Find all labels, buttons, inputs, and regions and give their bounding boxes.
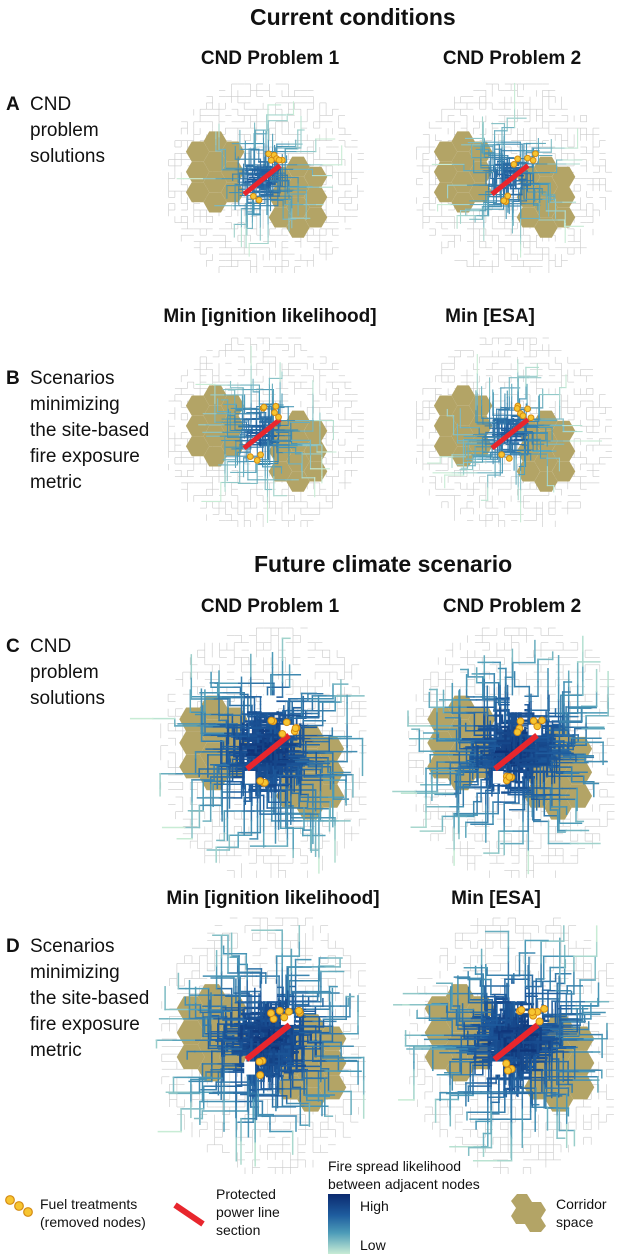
fuel-treatment-nodes bbox=[498, 402, 535, 462]
network-panel-a1 bbox=[168, 83, 364, 273]
fire-spread-high-label: High bbox=[360, 1198, 389, 1214]
network-panel-d1 bbox=[155, 917, 366, 1174]
network-panel-c2 bbox=[392, 627, 615, 878]
fuel-treatment-nodes bbox=[502, 716, 546, 785]
protected-power-line bbox=[244, 1022, 292, 1062]
col-title-a1: CND Problem 1 bbox=[200, 48, 340, 69]
network-panel-a2 bbox=[416, 82, 612, 273]
row-letter-a: A bbox=[6, 94, 20, 115]
col-title-d2: Min [ESA] bbox=[451, 888, 541, 909]
protected-power-line bbox=[490, 163, 530, 197]
protected-power-line bbox=[490, 417, 530, 451]
fuel-treatment-legend-icon bbox=[5, 1195, 33, 1217]
fire-spread-paths bbox=[393, 925, 610, 1162]
fuel-treatment-nodes bbox=[246, 402, 282, 464]
section-title-current: Current conditions bbox=[250, 4, 456, 30]
fire-spread-low-label: Low bbox=[360, 1237, 386, 1253]
col-title-d1: Min [ignition likelihood] bbox=[166, 888, 380, 909]
col-title-c2: CND Problem 2 bbox=[442, 596, 582, 617]
fuel-treatment-nodes bbox=[256, 716, 301, 787]
network-panel-d2 bbox=[393, 917, 614, 1174]
corridor-legend-icon bbox=[511, 1194, 546, 1232]
row-letter-c: C bbox=[6, 636, 20, 657]
protected-power-line bbox=[492, 1022, 540, 1062]
row-description-c: CND problem solutions bbox=[30, 636, 105, 709]
network-panel-b1 bbox=[168, 337, 364, 527]
network-panel-c1 bbox=[129, 627, 367, 878]
fuel-treatment-legend-label: Fuel treatments (removed nodes) bbox=[40, 1196, 146, 1230]
fuel-treatment-nodes bbox=[502, 1004, 549, 1075]
section-title-future: Future climate scenario bbox=[254, 551, 513, 577]
network-panel-b2 bbox=[416, 337, 612, 527]
protected-power-line bbox=[493, 733, 539, 772]
corridor-legend-label: Corridor space bbox=[556, 1196, 607, 1230]
col-title-b2: Min [ESA] bbox=[445, 306, 535, 327]
fire-spread-paths bbox=[176, 101, 343, 257]
row-description-a: CND problem solutions bbox=[30, 94, 105, 167]
col-title-c1: CND Problem 1 bbox=[200, 596, 340, 617]
row-letter-d: D bbox=[6, 936, 20, 957]
col-title-a2: CND Problem 2 bbox=[442, 48, 582, 69]
cleared-area bbox=[244, 695, 294, 784]
fire-spread-legend-title: Fire spread likelihood between adjacent … bbox=[328, 1158, 480, 1192]
fire-spread-paths bbox=[155, 925, 365, 1167]
power-line-legend-label: Protected power line section bbox=[216, 1186, 280, 1238]
cleared-area bbox=[492, 983, 542, 1075]
protected-power-line bbox=[245, 733, 291, 772]
row-letter-b: B bbox=[6, 368, 20, 389]
protected-power-line bbox=[242, 163, 282, 197]
cleared-area bbox=[492, 695, 542, 784]
row-description-b: Scenarios minimizing the site-based fire… bbox=[30, 368, 150, 493]
fire-spread-color-scale bbox=[328, 1194, 350, 1254]
protected-power-line bbox=[242, 417, 282, 451]
fuel-treatment-nodes bbox=[250, 150, 286, 204]
col-title-b1: Min [ignition likelihood] bbox=[163, 306, 377, 327]
fuel-treatment-nodes bbox=[500, 150, 539, 205]
power-line-legend-icon bbox=[173, 1202, 205, 1227]
row-description-d: Scenarios minimizing the site-based fire… bbox=[30, 936, 150, 1061]
fuel-treatment-nodes bbox=[255, 1006, 304, 1080]
